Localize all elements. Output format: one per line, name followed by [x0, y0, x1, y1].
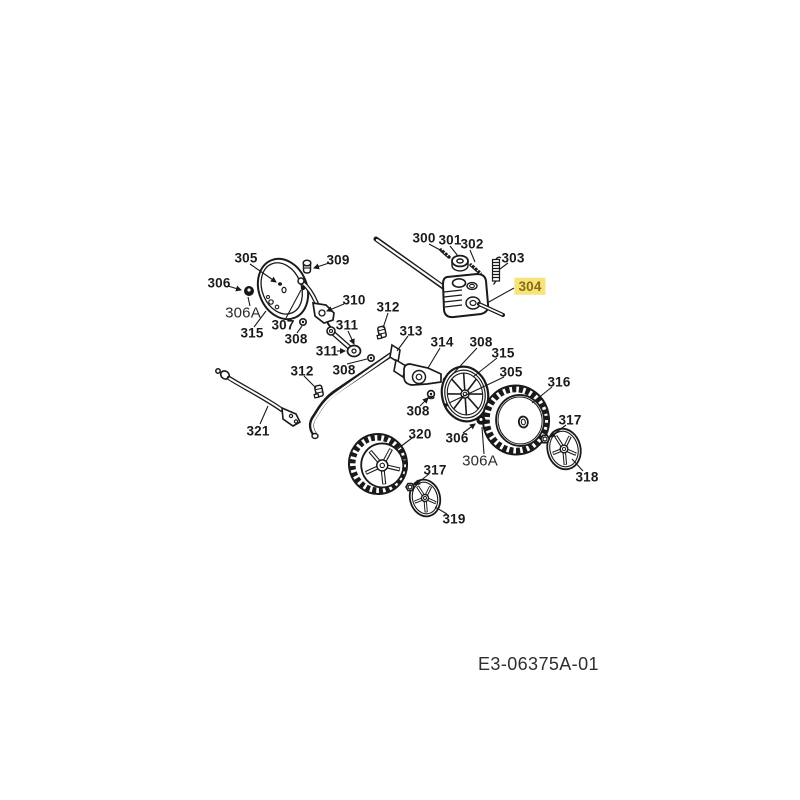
leader-306-2	[462, 423, 476, 434]
leader-303	[499, 262, 509, 270]
washer-301	[451, 254, 469, 272]
bushing-309	[302, 259, 312, 274]
pin-300	[439, 248, 451, 259]
leader-317-1	[549, 424, 567, 438]
leader-317-2	[414, 473, 430, 486]
clip-312-a	[376, 325, 387, 340]
nut-317-left	[405, 482, 415, 492]
leader-302	[469, 249, 476, 263]
pivot-arm-314	[389, 343, 442, 386]
grommet-306-left	[244, 286, 254, 296]
tire-wheel-316	[481, 384, 551, 456]
leader-315-2	[472, 357, 498, 378]
grommet-306-right	[476, 415, 486, 425]
leader-318	[571, 458, 584, 472]
clip-302	[469, 263, 482, 275]
leader-308-3	[449, 347, 478, 378]
leader-306A-2	[481, 426, 485, 455]
disc-holes	[266, 282, 287, 310]
leader-311-1	[347, 330, 355, 345]
height-adjuster-housing-304	[441, 272, 505, 319]
clip-312-b	[313, 384, 324, 399]
leader-306-1	[227, 285, 242, 292]
leader-300	[428, 243, 443, 252]
leader-314	[427, 347, 441, 369]
bracket-310	[311, 301, 335, 329]
leader-312-2	[303, 375, 317, 389]
tire-wheel-320	[347, 433, 409, 495]
leader-lines	[227, 243, 584, 515]
leader-315-1	[253, 310, 267, 328]
pin-305-left	[278, 282, 282, 286]
bolt-308-a	[298, 317, 307, 326]
leader-305-1	[249, 263, 277, 283]
leader-313	[396, 335, 409, 352]
leader-307	[285, 289, 302, 319]
wheel-rim-315	[440, 365, 490, 423]
diagram-code: E3-06375A-01	[478, 654, 599, 674]
leader-308-4	[419, 397, 429, 407]
leader-312-1	[382, 312, 389, 329]
leader-319	[434, 506, 448, 515]
leader-321	[259, 405, 269, 425]
bolt-308-d	[426, 389, 436, 400]
bolt-308-b	[366, 353, 375, 362]
leader-316	[531, 386, 553, 404]
leader-304	[486, 287, 515, 304]
leader-309	[313, 262, 330, 270]
nut-317-right	[539, 434, 551, 444]
adjuster-rod-321	[215, 368, 302, 427]
leader-306A-1	[247, 296, 251, 307]
leader-305-2	[448, 376, 505, 404]
adjuster-rod	[373, 236, 449, 292]
link-rod-311	[326, 326, 362, 358]
leader-320	[395, 437, 413, 451]
hubcap-319	[408, 478, 442, 518]
pin-305-right	[444, 403, 448, 407]
axle-rod-313	[308, 351, 395, 440]
leader-308-1	[296, 325, 303, 334]
leader-310	[326, 303, 345, 312]
spring-303	[491, 256, 502, 285]
leader-308-2	[346, 358, 368, 365]
leader-301	[449, 245, 459, 257]
